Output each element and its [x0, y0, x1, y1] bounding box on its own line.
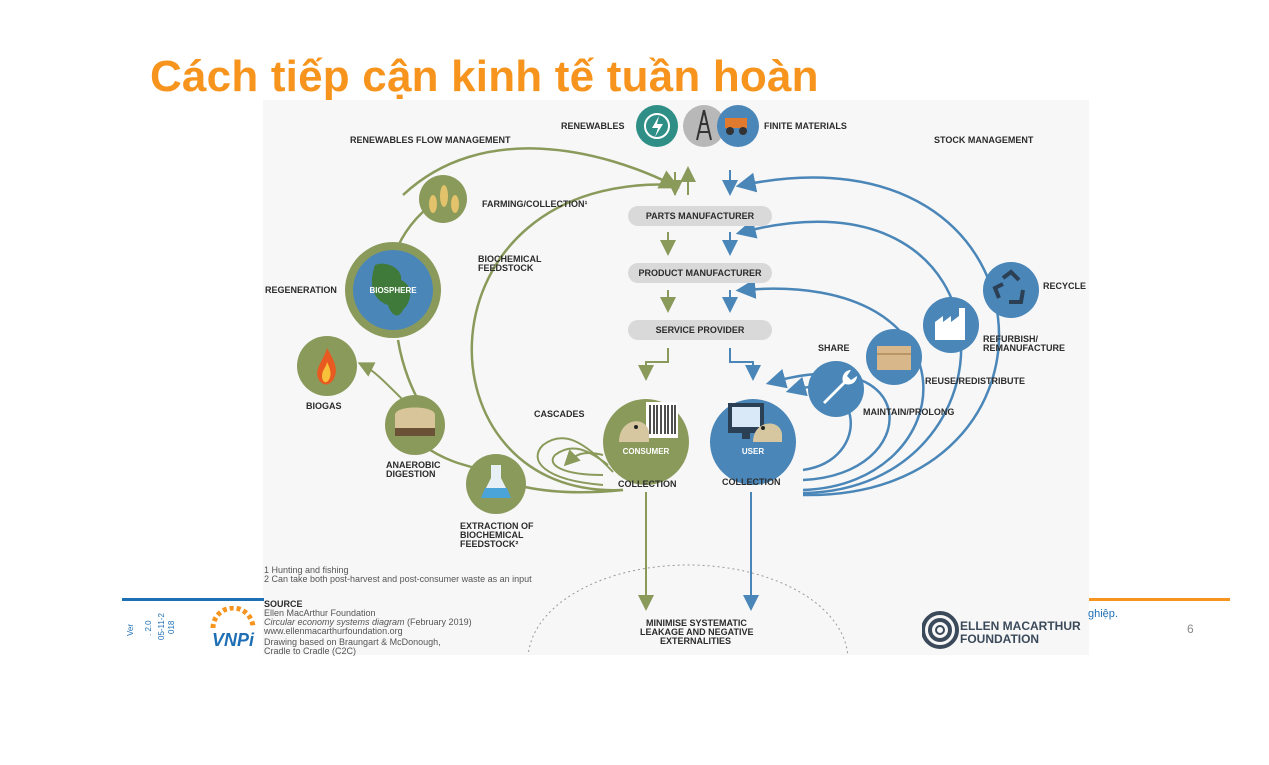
recycle-label: RECYCLE	[1043, 281, 1087, 291]
circular-economy-diagram: RENEWABLES FINITE MATERIALS RENEWABLES F…	[263, 100, 1089, 656]
user-icon	[710, 399, 796, 485]
foundation-logo-text: ELLEN MACARTHUR FOUNDATION	[960, 619, 1081, 646]
consumer-label: CONSUMER	[622, 447, 670, 456]
source-line-1: Ellen MacArthur Foundation	[264, 608, 376, 618]
footer-line-right	[1089, 598, 1230, 601]
finite-materials-label: FINITE MATERIALS	[764, 121, 847, 131]
extraction-label-2: BIOCHEMICAL	[460, 530, 524, 540]
source-line-5: Cradle to Cradle (C2C)	[264, 646, 357, 656]
mining-truck-icon	[717, 105, 759, 147]
collection-user-label: COLLECTION	[722, 477, 781, 487]
maintain-label: MAINTAIN/PROLONG	[863, 407, 955, 417]
renewables-label: RENEWABLES	[561, 121, 625, 131]
reuse-label: REUSE/REDISTRIBUTE	[925, 376, 1026, 386]
footnote-1: 1 Hunting and fishing	[264, 565, 349, 575]
farming-label: FARMING/COLLECTION¹	[482, 199, 588, 209]
biochemical-label-2: FEEDSTOCK	[478, 263, 534, 273]
extraction-label-1: EXTRACTION OF	[460, 521, 534, 531]
vnpi-logo: VNPi	[205, 605, 261, 650]
gear-icon: VNPi	[210, 605, 256, 650]
bio-outer-loop	[402, 147, 680, 196]
oil-rig-icon	[683, 105, 725, 147]
refurbish-factory-icon	[923, 297, 979, 353]
service-provider: SERVICE PROVIDER	[628, 320, 772, 340]
slide-title: Cách tiếp cận kinh tế tuần hoàn	[150, 52, 819, 101]
biochemical-label-1: BIOCHEMICAL	[478, 254, 542, 264]
vnpi-logo-text: VNPi	[212, 630, 255, 650]
bio-extraction-to-consumer	[524, 485, 624, 494]
share-label: SHARE	[818, 343, 850, 353]
farming-icon	[419, 175, 467, 223]
user-label: USER	[741, 447, 765, 456]
anaerobic-label-2: DIGESTION	[386, 469, 436, 479]
version-line-3: 05-11-2	[157, 613, 166, 640]
cascades-label: CASCADES	[534, 409, 585, 419]
bio-left-down	[396, 339, 420, 401]
source-line-4: Drawing based on Braungart & McDonough,	[264, 637, 441, 647]
minimise-label-1: MINIMISE SYSTEMATIC	[646, 618, 747, 628]
collection-consumer-label: COLLECTION	[618, 479, 677, 489]
footnote-2: 2 Can take both post-harvest and post-co…	[264, 574, 532, 584]
bio-to-biogas	[357, 362, 404, 401]
source-line-3: www.ellenmacarthurfoundation.org	[264, 626, 403, 636]
foundation-rings-icon	[921, 611, 959, 649]
tech-outer-loop	[735, 172, 1001, 497]
recycle-icon	[983, 262, 1039, 318]
consumer-icon	[603, 399, 689, 485]
footer-line-left	[122, 598, 264, 601]
minimise-label-3: EXTERNALITIES	[660, 636, 732, 646]
biogas-label: BIOGAS	[306, 401, 342, 411]
version-line-1: Ver	[126, 623, 135, 636]
page-number: 6	[1187, 622, 1194, 636]
biogas-icon	[297, 336, 357, 396]
refurbish-label-2: REMANUFACTURE	[983, 343, 1065, 353]
renewables-icon	[636, 105, 678, 147]
ellen-macarthur-logo: ELLEN MACARTHUR FOUNDATION	[921, 606, 1090, 656]
diagram-graphics	[297, 105, 1039, 655]
source-heading: SOURCE	[264, 599, 303, 609]
version-line-4: 018	[167, 620, 176, 634]
version-line-2: . 2.0	[144, 620, 153, 636]
refurbish-label-1: REFURBISH/	[983, 334, 1039, 344]
regeneration-label: REGENERATION	[265, 285, 337, 295]
renewables-flow-header: RENEWABLES FLOW MANAGEMENT	[350, 135, 511, 145]
stock-management-header: STOCK MANAGEMENT	[934, 135, 1034, 145]
extraction-icon	[466, 454, 526, 514]
reuse-boxes-icon	[866, 329, 922, 385]
source-line-2: Circular economy systems diagram (Februa…	[264, 617, 472, 627]
parts-manufacturer: PARTS MANUFACTURER	[628, 206, 772, 226]
anaerobic-digestion-icon	[385, 395, 445, 455]
leakage-ellipse	[527, 564, 849, 655]
bio-feedstock-loop	[470, 183, 679, 492]
biosphere-icon	[345, 242, 441, 338]
anaerobic-label-1: ANAEROBIC	[386, 460, 441, 470]
minimise-label-2: LEAKAGE AND NEGATIVE	[640, 627, 754, 637]
tech-refurbish-loop	[735, 279, 925, 492]
maintain-wrench-icon	[808, 361, 864, 417]
biosphere-label: BIOSPHERE	[369, 286, 417, 295]
product-manufacturer: PRODUCT MANUFACTURER	[628, 263, 772, 283]
footer-text: ghiệp.	[1088, 608, 1118, 620]
extraction-label-3: FEEDSTOCK²	[460, 539, 519, 549]
